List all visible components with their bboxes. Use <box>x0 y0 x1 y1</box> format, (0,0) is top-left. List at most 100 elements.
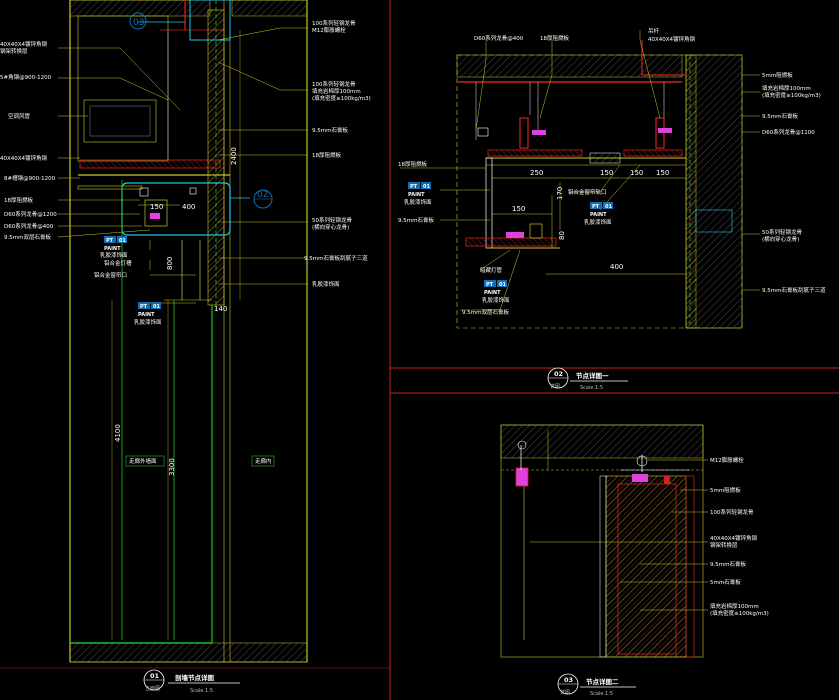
d2-label-c5: 9.5mm双层石膏板 <box>462 308 509 316</box>
d1-label-l7: D60系列龙骨@1200 <box>4 210 57 218</box>
d2-label-l2: 乳胶漆饰面 <box>404 198 432 206</box>
d1-tag-01-b: 01 <box>153 304 160 310</box>
d2-dim-150b: 150 <box>630 169 643 177</box>
d2-tag-paint-a: PAINT <box>408 192 425 198</box>
d1-label-r3: 9.5mm石膏板 <box>312 126 348 134</box>
d2-tag-pt-b: PT <box>592 204 600 210</box>
d3-label-3: 100系列轻钢龙骨 <box>710 508 754 516</box>
d2-dim-170: 170 <box>556 187 564 200</box>
d2-label-l3: 9.5mm石膏板 <box>398 216 434 224</box>
d1-label-r2a: 100系列轻钢龙骨 <box>312 80 356 88</box>
d2-dim-400: 400 <box>610 263 623 271</box>
d2-label-c2: 乳胶漆饰面 <box>584 218 612 226</box>
d2-dim-150d: 150 <box>512 205 525 213</box>
d1-label-corridor-in: 走廊内 <box>255 457 272 465</box>
d2-label-r5a: 50系列轻钢龙骨 <box>762 228 802 236</box>
d1-label-mid4: 乳胶漆饰面 <box>134 318 162 326</box>
d1-label-r2b: 填充岩棉厚100mm <box>312 87 361 95</box>
d1-label-l9: 9.5mm双层石膏板 <box>4 233 51 241</box>
d2-label-r4: D60系列龙骨@1100 <box>762 128 815 136</box>
detail-03: M12膨胀螺栓 5mm阻燃板 100系列轻钢龙骨 40X40X4镀锌角钢 钢架转… <box>500 424 769 697</box>
d1-label-r1b: M12膨胀螺栓 <box>312 26 346 34</box>
d3-label-4a: 40X40X4镀锌角钢 <box>710 534 758 542</box>
d2-title-number: 02 <box>554 370 563 378</box>
d2-dim-150c: 150 <box>656 169 669 177</box>
d1-label-mid2: 铝合金灯槽 <box>104 259 132 267</box>
d2-scale: Scale 1:5 <box>580 385 603 391</box>
d1-title-sub: 立面图 <box>145 685 160 692</box>
d2-dim-250: 250 <box>530 169 543 177</box>
d1-dim-3300: 3300 <box>168 458 176 476</box>
d1-dim-4100: 4100 <box>114 424 122 442</box>
d1-title-number: 01 <box>150 672 160 680</box>
d2-label-r3: 9.5mm石膏板 <box>762 112 798 120</box>
d1-label-mid3: 铝合金窗帘口 <box>94 271 127 279</box>
d3-scale: Scale 1:5 <box>590 691 613 697</box>
d1-label-r1a: 100系列轻钢龙骨 <box>312 19 356 27</box>
d2-tag-01-b: 01 <box>605 204 612 210</box>
d2-label-t3a: 吊杆 <box>648 27 660 35</box>
d1-label-l4: 40X40X4镀锌角钢 <box>0 154 48 162</box>
d2-label-r6: 9.5mm石膏板刮腻子三道 <box>762 286 826 294</box>
d2-dim-80: 80 <box>558 231 566 240</box>
d2-tag-01-c: 01 <box>499 282 506 288</box>
d1-label-l6: 18厚阻燃板 <box>4 196 33 204</box>
d1-label-l3: 空调风管 <box>8 112 31 120</box>
d2-tag-pt-a: PT <box>410 184 418 190</box>
d3-label-6: 5mm石膏板 <box>710 578 741 586</box>
d2-dim-150a: 150 <box>600 169 613 177</box>
d1-tag-01-a: 01 <box>119 238 126 244</box>
d2-label-r2a: 填充岩棉厚100mm <box>762 84 811 92</box>
d3-label-2: 5mm阻燃板 <box>710 486 741 494</box>
d2-title-sub: 详图 <box>550 383 560 390</box>
d2-tag-01-a: 01 <box>423 184 430 190</box>
d1-scale: Scale 1:5 <box>190 688 213 694</box>
d2-tag-pt-c: PT <box>486 282 494 288</box>
d1-tag-pt-a: PT <box>106 238 114 244</box>
d1-tag-paint-b: PAINT <box>138 312 155 318</box>
d2-label-c3: 暗藏灯管 <box>480 266 503 274</box>
detail-02: 250 150 150 150 150 400 170 80 D60系列 <box>398 27 826 391</box>
d2-label-t3b: 40X40X4镀锌角钢 <box>648 35 696 43</box>
d1-dim-140: 140 <box>214 305 227 313</box>
d2-tag-paint-b: PAINT <box>590 212 607 218</box>
d1-label-corridor-wall: 走廊外墙面 <box>129 457 157 465</box>
d2-label-l1: 18厚阻燃板 <box>398 160 427 168</box>
bubble-02: 02 <box>257 190 268 200</box>
d2-title-text: 节点详图一 <box>576 371 609 380</box>
d1-label-l2: 5#角钢@900-1200 <box>0 73 52 81</box>
d1-dim-2400: 2400 <box>230 147 238 165</box>
d1-label-r5a: 50系列轻钢龙骨 <box>312 216 352 224</box>
d2-label-r2b: (填充密度≥100kg/m3) <box>762 91 821 99</box>
d2-label-r5b: (横向穿心龙骨) <box>762 235 799 243</box>
d2-tag-paint-c: PAINT <box>484 290 501 296</box>
detail-01: 03 02 <box>0 0 371 694</box>
d1-dim-150: 150 <box>150 203 163 211</box>
d1-label-r2c: (填充密度≥100kg/m3) <box>312 94 371 102</box>
d1-label-l5: 8#槽钢@900-1200 <box>4 174 56 182</box>
d1-label-r7: 乳胶漆饰面 <box>312 280 340 288</box>
d1-dim-800: 800 <box>166 257 174 270</box>
d1-label-l1b: 钢架转换层 <box>0 47 28 55</box>
d1-dim-400: 400 <box>182 203 195 211</box>
d3-title-sub: 详图 <box>560 689 570 696</box>
d1-label-r5b: (横向穿心龙骨) <box>312 223 349 231</box>
d2-label-t2: 18厚阻燃板 <box>540 34 569 42</box>
d1-tag-paint-a: PAINT <box>104 246 121 252</box>
d2-label-r1: 5mm阻燃板 <box>762 71 793 79</box>
bubble-03: 03 <box>133 18 144 28</box>
d3-label-1: M12膨胀螺栓 <box>710 456 744 464</box>
d2-label-c1: 铝合金窗帘轨口 <box>568 188 607 196</box>
d1-label-r4: 18厚阻燃板 <box>312 151 341 159</box>
d2-label-c4: 乳胶漆饰面 <box>482 296 510 304</box>
d1-title-text: 剖墙节点详图 <box>175 673 215 682</box>
d1-label-r6: 9.5mm石膏板刮腻子三道 <box>304 254 368 262</box>
d1-label-l1a: 40X40X4镀锌角钢 <box>0 40 48 48</box>
d3-label-7a: 填充岩棉厚100mm <box>710 602 759 610</box>
d1-label-mid1: 乳胶漆饰面 <box>100 251 128 259</box>
d2-label-t1: D60系列龙骨@400 <box>474 34 524 42</box>
d3-title-number: 03 <box>564 676 573 684</box>
